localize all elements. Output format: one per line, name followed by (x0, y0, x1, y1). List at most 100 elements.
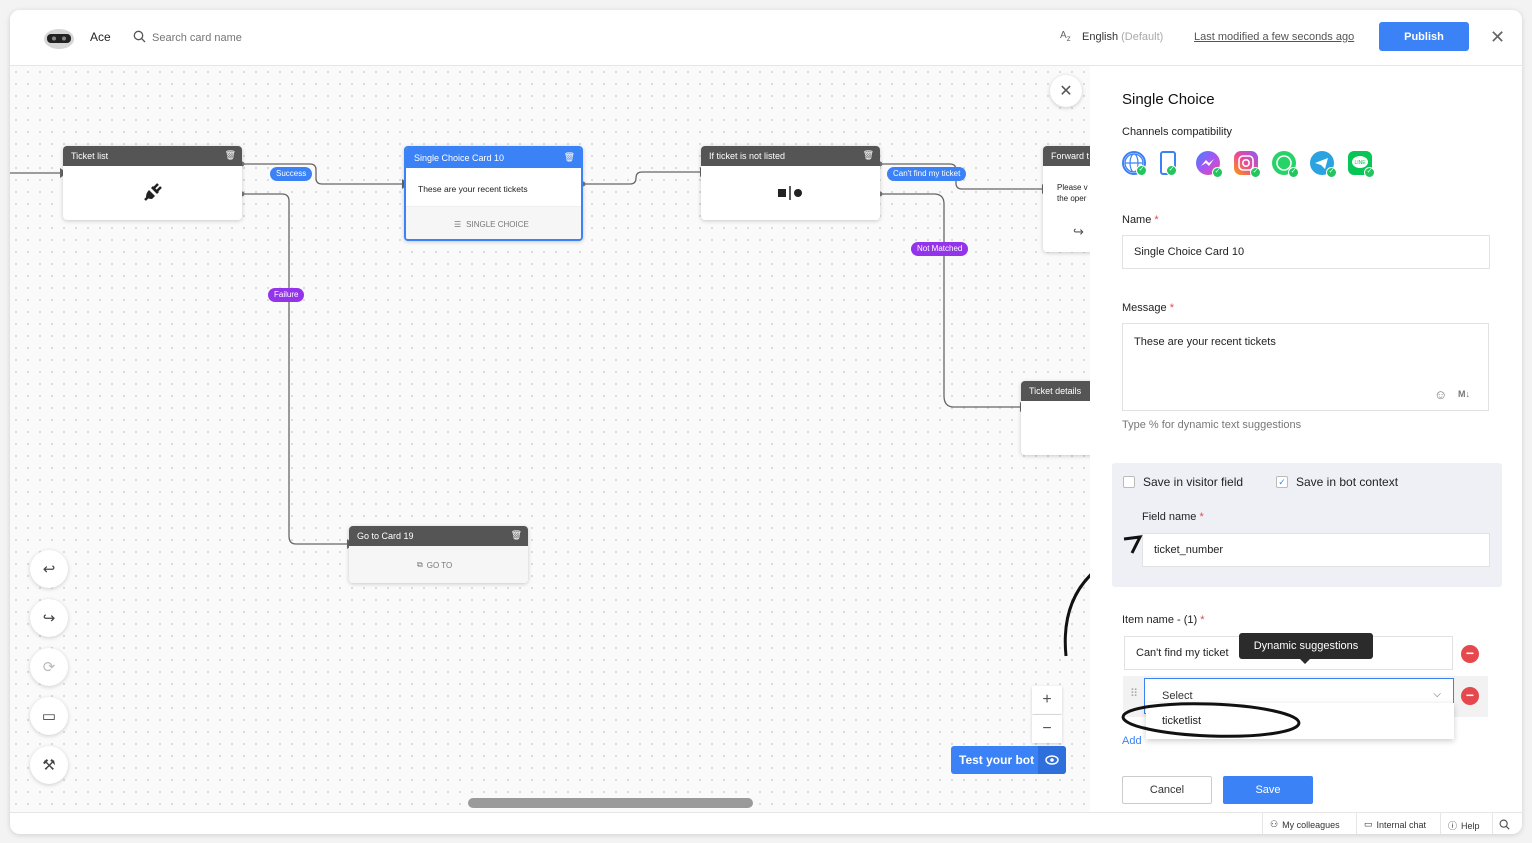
card-title: Ticket list (71, 151, 109, 161)
help-label: Help (1461, 820, 1480, 831)
trash-icon[interactable]: 🗑 (510, 530, 522, 540)
field-name-label-text: Field name (1142, 511, 1197, 523)
translate-icon[interactable]: Az (1060, 30, 1071, 43)
card-title: Ticket details (1029, 386, 1082, 396)
internal-chat-label: Internal chat (1376, 819, 1427, 830)
save-button[interactable]: Save (1223, 776, 1313, 804)
emoji-icon[interactable]: ☺ (1434, 387, 1448, 402)
message-hint: Type % for dynamic text suggestions (1122, 419, 1302, 431)
card-ticket-list[interactable]: Ticket list 🗑 (63, 146, 242, 220)
undo-icon[interactable]: ↩ (30, 550, 68, 588)
message-label-text: Message (1122, 302, 1167, 314)
card-single-choice[interactable]: Single Choice Card 10 🗑 These are your re… (404, 146, 583, 241)
card-title: Single Choice Card 10 (414, 153, 505, 163)
save-visitor-checkbox[interactable] (1123, 476, 1135, 488)
name-field[interactable]: Single Choice Card 10 (1122, 235, 1490, 269)
refresh-icon[interactable]: ⟳ (30, 648, 68, 686)
add-item-link[interactable]: Add (1122, 735, 1142, 747)
test-bot-label: Test your bot (959, 753, 1035, 767)
goto-icon: ⧉ (417, 560, 423, 569)
flow-canvas[interactable]: Ticket list 🗑 Single Choice Card 10 🗑 Thes… (10, 66, 1090, 812)
drag-handle-icon[interactable]: ⠿ (1130, 688, 1139, 700)
remove-item-button[interactable]: − (1461, 645, 1479, 663)
card-body: Please v the oper (1057, 183, 1088, 203)
annotation-arrow (1063, 573, 1090, 657)
trash-icon[interactable]: 🗑 (224, 150, 236, 160)
horizontal-scrollbar[interactable] (468, 798, 753, 808)
list-icon: ☰ (454, 220, 462, 229)
top-bar: Ace Az English (Default) Last modified a… (10, 10, 1522, 66)
language-label: English (1082, 31, 1119, 43)
monitor-icon[interactable]: ▭ (30, 697, 68, 735)
language-selector[interactable]: English (Default) (1082, 31, 1163, 43)
chat-icon: ▭ (1364, 819, 1373, 829)
last-modified-link[interactable]: Last modified a few seconds ago (1194, 31, 1355, 43)
internal-chat-item[interactable]: ▭Internal chat (1364, 819, 1426, 830)
not-matched-pill[interactable]: Not Matched (911, 242, 969, 256)
search-input[interactable] (152, 28, 352, 48)
success-pill[interactable]: Success (270, 167, 313, 181)
field-name-input[interactable]: ticket_number (1142, 533, 1490, 567)
item-name-label: Item name - (1) * (1122, 614, 1205, 626)
search-icon[interactable] (1499, 819, 1510, 830)
svg-text:LINE: LINE (1354, 160, 1366, 166)
cant-find-pill[interactable]: Can't find my ticket (887, 167, 967, 181)
telegram-icon: ✓ (1310, 151, 1337, 178)
annotation-circle (1121, 702, 1301, 738)
card-footer: GO TO (426, 560, 453, 570)
people-icon: ⚇ (1270, 819, 1279, 829)
bot-name: Ace (90, 30, 111, 44)
test-bot-button[interactable]: Test your bot (951, 746, 1066, 774)
card-footer: SINGLE CHOICE (466, 220, 529, 229)
zoom-in-button[interactable]: + (1032, 686, 1062, 714)
line-icon: LINE✓ (1348, 151, 1375, 178)
message-text: These are your recent tickets (1134, 336, 1276, 348)
channels-label: Channels compatibility (1122, 126, 1233, 138)
forward-icon: ↪ (1073, 224, 1084, 239)
field-name-label: Field name * (1142, 511, 1204, 523)
failure-pill[interactable]: Failure (268, 288, 305, 302)
cancel-button[interactable]: Cancel (1122, 776, 1212, 804)
panel-title: Single Choice (1122, 91, 1215, 108)
name-label-text: Name (1122, 214, 1152, 226)
messenger-icon: ✓ (1196, 151, 1223, 178)
bot-logo (44, 29, 74, 49)
close-icon[interactable]: ✕ (1490, 27, 1506, 47)
publish-button[interactable]: Publish (1379, 22, 1469, 51)
dropdown-option[interactable]: ticketlist (1162, 715, 1202, 727)
app-window: Ace Az English (Default) Last modified a… (10, 10, 1522, 834)
select-placeholder: Select (1162, 690, 1193, 702)
card-ticket-details[interactable]: Ticket details (1021, 381, 1090, 455)
name-label: Name * (1122, 214, 1159, 226)
help-icon: ⓘ (1448, 821, 1458, 831)
web-globe-icon: ✓ (1122, 151, 1147, 176)
plug-icon (144, 183, 162, 201)
message-field[interactable]: These are your recent tickets (1122, 323, 1489, 411)
card-goto[interactable]: Go to Card 19 🗑 ⧉ GO TO (349, 526, 528, 583)
close-panel-button[interactable]: ✕ (1050, 75, 1082, 107)
card-forward[interactable]: Forward t Please v the oper ↪ (1043, 146, 1090, 252)
save-context-checkbox[interactable]: ✓ (1276, 476, 1288, 488)
card-title: If ticket is not listed (709, 151, 786, 161)
annotation-arrow-head (1123, 535, 1143, 554)
save-context-label: Save in bot context (1296, 475, 1399, 489)
trash-icon[interactable]: 🗑 (563, 152, 575, 162)
remove-suggestion-button[interactable]: − (1461, 687, 1479, 705)
card-if-ticket[interactable]: If ticket is not listed 🗑 (701, 146, 880, 220)
card-message: These are your recent tickets (418, 184, 528, 194)
markdown-icon[interactable]: M↓ (1458, 389, 1470, 399)
zoom-out-button[interactable]: − (1032, 715, 1062, 743)
message-label: Message * (1122, 302, 1174, 314)
colleagues-item[interactable]: ⚇My colleagues (1270, 819, 1340, 830)
redo-icon[interactable]: ↪ (30, 599, 68, 637)
eye-icon[interactable] (1038, 746, 1066, 774)
instagram-icon: ✓ (1234, 151, 1261, 178)
card-settings-panel: Single Choice Channels compatibility ✓ ✓… (1090, 66, 1522, 812)
magic-wand-icon[interactable]: ⚒ (30, 746, 68, 784)
card-title: Go to Card 19 (357, 531, 414, 541)
trash-icon[interactable]: 🗑 (862, 150, 874, 160)
chevron-down-icon: ⌵ (1433, 689, 1441, 700)
colleagues-label: My colleagues (1282, 819, 1340, 830)
